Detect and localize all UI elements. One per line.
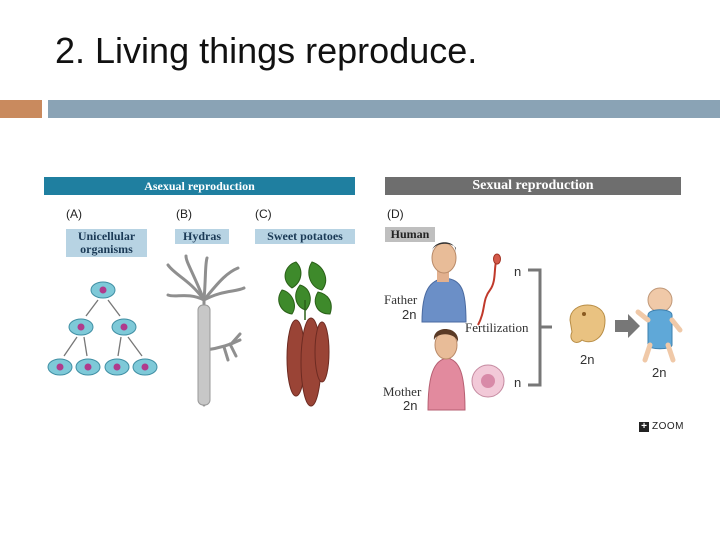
zoom-button[interactable]: + ZOOM	[639, 421, 684, 432]
hydra-body	[197, 304, 211, 406]
asexual-header: Asexual reproduction	[44, 177, 355, 195]
mother-illustration	[427, 328, 466, 411]
father-label: Father	[384, 292, 418, 307]
panel-c-letter: (C)	[255, 207, 272, 221]
baby-ploidy: 2n	[652, 365, 667, 380]
embryo-ploidy: 2n	[580, 352, 595, 367]
slide-title: 2. Living things reproduce.	[55, 30, 478, 71]
sperm-ploidy: n	[514, 264, 522, 279]
sweet-potatoes-tag: Sweet potatoes	[255, 229, 355, 244]
arrow-icon	[615, 314, 640, 338]
sweet-potato-illustration	[278, 261, 332, 407]
human-tag: Human	[385, 227, 435, 242]
panel-b-letter: (B)	[176, 207, 192, 221]
father-ploidy: 2n	[402, 307, 417, 322]
mother-label: Mother	[383, 384, 422, 399]
fertilization-bracket	[528, 268, 552, 387]
accent-bar-right	[48, 100, 720, 118]
panel-d-letter: (D)	[387, 207, 404, 221]
accent-bar-left	[0, 100, 42, 118]
sperm-illustration	[477, 253, 501, 326]
baby-illustration	[635, 287, 683, 363]
embryo-illustration	[569, 304, 606, 343]
plus-icon: +	[639, 421, 649, 432]
egg-illustration	[471, 364, 505, 398]
father-illustration	[421, 242, 467, 323]
hydras-tag: Hydras	[175, 229, 229, 244]
mother-ploidy: 2n	[403, 398, 418, 413]
fertilization-label: Fertilization	[465, 320, 529, 335]
zoom-label: ZOOM	[652, 421, 684, 432]
panel-a-letter: (A)	[66, 207, 82, 221]
sexual-header: Sexual reproduction	[385, 177, 681, 195]
unicellular-tag: Unicellular organisms	[66, 229, 147, 257]
unicellular-division-illustration	[47, 281, 158, 376]
egg-ploidy: n	[514, 375, 522, 390]
